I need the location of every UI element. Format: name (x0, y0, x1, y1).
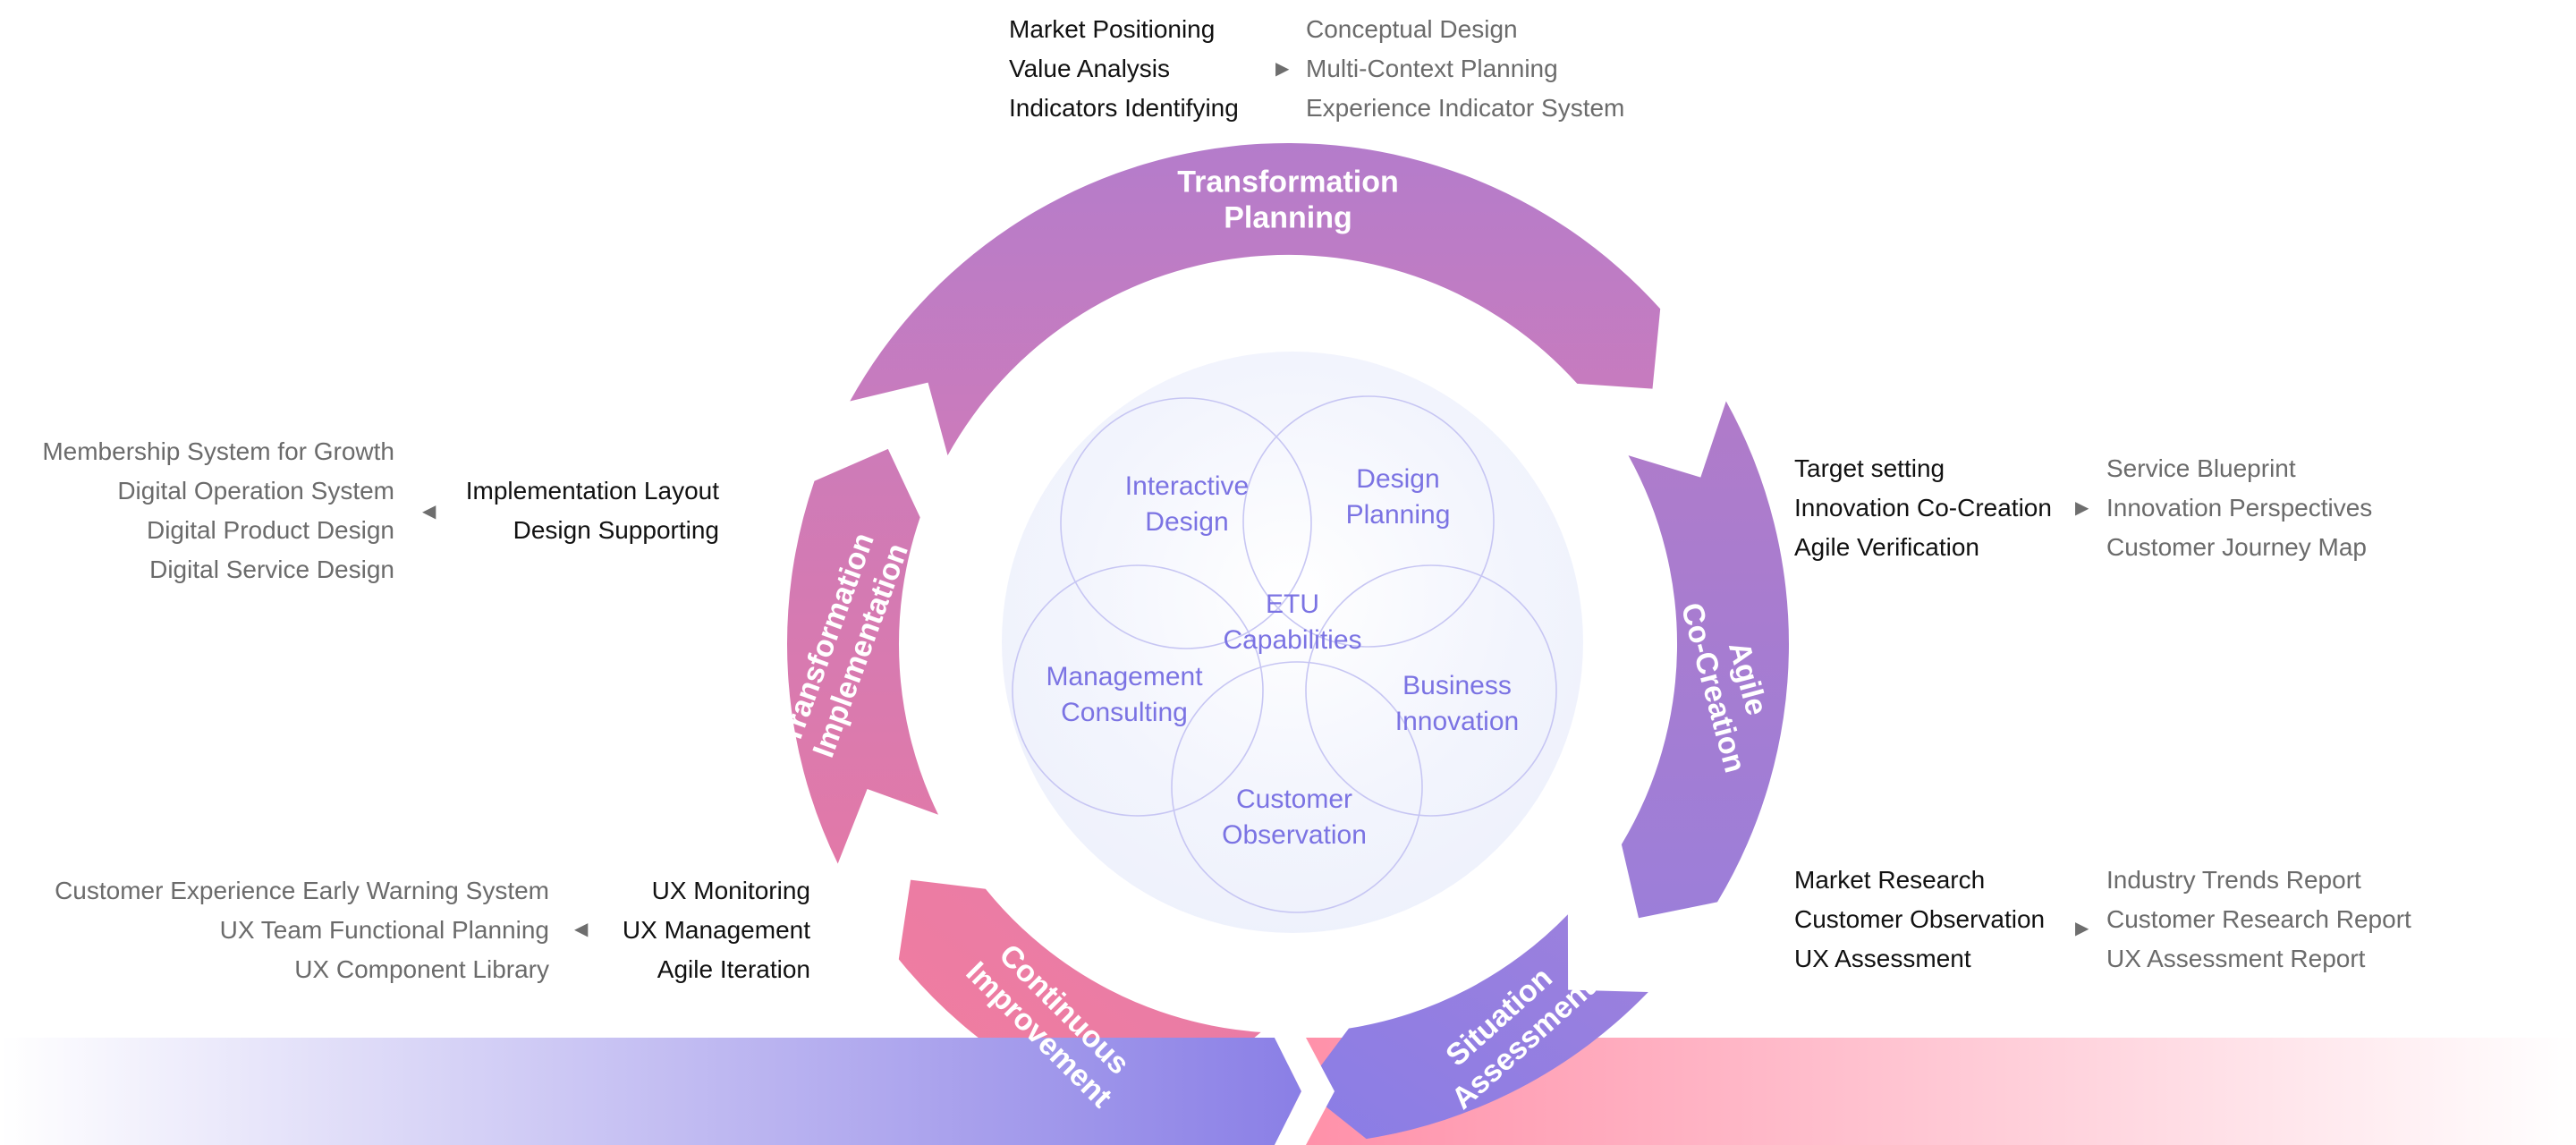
deliverable-item: Customer Experience Early Warning System (55, 877, 549, 904)
ring-label-line: Planning (1224, 201, 1352, 235)
ring-label-line: Transformation (1177, 165, 1398, 199)
implementation-deliverables: Membership System for Growth Digital Ope… (42, 432, 394, 589)
right-arrow-icon: ▶ (2075, 919, 2089, 938)
situation-activities: Market Research Customer Observation UX … (1794, 861, 2045, 979)
bottom-band-left-arrow (0, 1038, 1301, 1145)
venn-circle-customer-observation (1171, 661, 1423, 913)
deliverable-item: Customer Journey Map (2106, 533, 2368, 561)
deliverable-item: UX Assessment Report (2106, 945, 2366, 972)
deliverable-item: Service Blueprint (2106, 454, 2296, 482)
activity-item: Agile Verification (1794, 533, 1980, 561)
agile-deliverables: Service Blueprint Innovation Perspective… (2106, 449, 2372, 567)
venn-label-business-innovation: Innovation (1395, 707, 1519, 736)
activity-item: Target setting (1794, 454, 1945, 482)
venn-label-interactive-design: Design (1145, 507, 1228, 537)
venn-label-management-consulting: Consulting (1061, 698, 1188, 727)
implementation-activities: Implementation Layout Design Supporting (466, 471, 719, 550)
planning-activities: Market Positioning Value Analysis Indica… (1009, 10, 1239, 128)
continuous-activities: UX Monitoring UX Management Agile Iterat… (623, 871, 810, 989)
deliverable-item: Digital Product Design (146, 516, 394, 544)
activity-item: UX Monitoring (651, 877, 810, 904)
deliverable-item: Experience Indicator System (1306, 94, 1625, 122)
activity-item: Market Positioning (1009, 15, 1216, 43)
ring (787, 142, 1789, 1144)
center-sphere (1002, 352, 1583, 933)
activity-item: Indicators Identifying (1009, 94, 1239, 122)
agile-activities: Target setting Innovation Co-Creation Ag… (1794, 449, 2052, 567)
situation-deliverables: Industry Trends Report Customer Research… (2106, 861, 2411, 979)
deliverable-item: Membership System for Growth (42, 437, 394, 465)
venn-label-interactive-design: Interactive (1125, 471, 1249, 501)
left-arrow-icon: ◀ (574, 920, 589, 939)
activity-item: UX Management (622, 916, 810, 944)
bottom-band-chevron-gap (1275, 1038, 1335, 1145)
activity-item: UX Assessment (1794, 945, 1971, 972)
planning-deliverables: Conceptual Design Multi-Context Planning… (1306, 10, 1624, 128)
venn-label-customer-observation: Observation (1222, 820, 1367, 850)
center-venn (1002, 352, 1583, 933)
left-arrow-icon: ◀ (422, 502, 436, 522)
deliverable-item: UX Component Library (294, 955, 549, 983)
activity-item: Agile Iteration (657, 955, 810, 983)
deliverable-item: UX Team Functional Planning (219, 916, 549, 944)
deliverable-item: Industry Trends Report (2106, 866, 2361, 894)
continuous-deliverables: Customer Experience Early Warning System… (55, 871, 549, 989)
activity-item: Market Research (1794, 866, 1986, 894)
ring-segment-transformation-planning (850, 142, 1661, 456)
right-arrow-icon: ▶ (1275, 59, 1290, 79)
venn-circle-interactive-design (1060, 397, 1312, 649)
activity-item: Value Analysis (1009, 55, 1171, 82)
ring-segment-transformation-implementation (787, 448, 938, 864)
center-labels: InteractiveDesignDesignPlanningBusinessI… (1046, 464, 1519, 850)
venn-circle-management-consulting (1012, 564, 1264, 817)
center-title: ETU (1266, 589, 1319, 619)
deliverable-item: Digital Operation System (117, 477, 394, 505)
ring-segment-agile-co-creation (1621, 401, 1789, 919)
activity-item: Innovation Co-Creation (1794, 494, 2052, 522)
deliverable-item: Customer Research Report (2106, 905, 2411, 933)
deliverable-item: Conceptual Design (1306, 15, 1518, 43)
deliverable-item: Innovation Perspectives (2106, 494, 2373, 522)
deliverable-item: Multi-Context Planning (1306, 55, 1558, 82)
deliverable-item: Digital Service Design (149, 556, 394, 583)
venn-label-management-consulting: Management (1046, 662, 1203, 691)
activity-item: Implementation Layout (465, 477, 719, 505)
activity-item: Customer Observation (1794, 905, 2046, 933)
activity-item: Design Supporting (513, 516, 719, 544)
venn-circle-design-planning (1242, 395, 1495, 648)
venn-label-design-planning: Planning (1346, 500, 1451, 530)
venn-label-business-innovation: Business (1402, 671, 1512, 700)
right-arrow-icon: ▶ (2075, 498, 2089, 518)
venn-label-customer-observation: Customer (1236, 785, 1352, 814)
venn-label-design-planning: Design (1356, 464, 1439, 494)
venn-circle-business-innovation (1305, 564, 1557, 817)
center-title: Capabilities (1223, 625, 1361, 655)
ring-segment-situation-assessment (1303, 914, 1648, 1140)
